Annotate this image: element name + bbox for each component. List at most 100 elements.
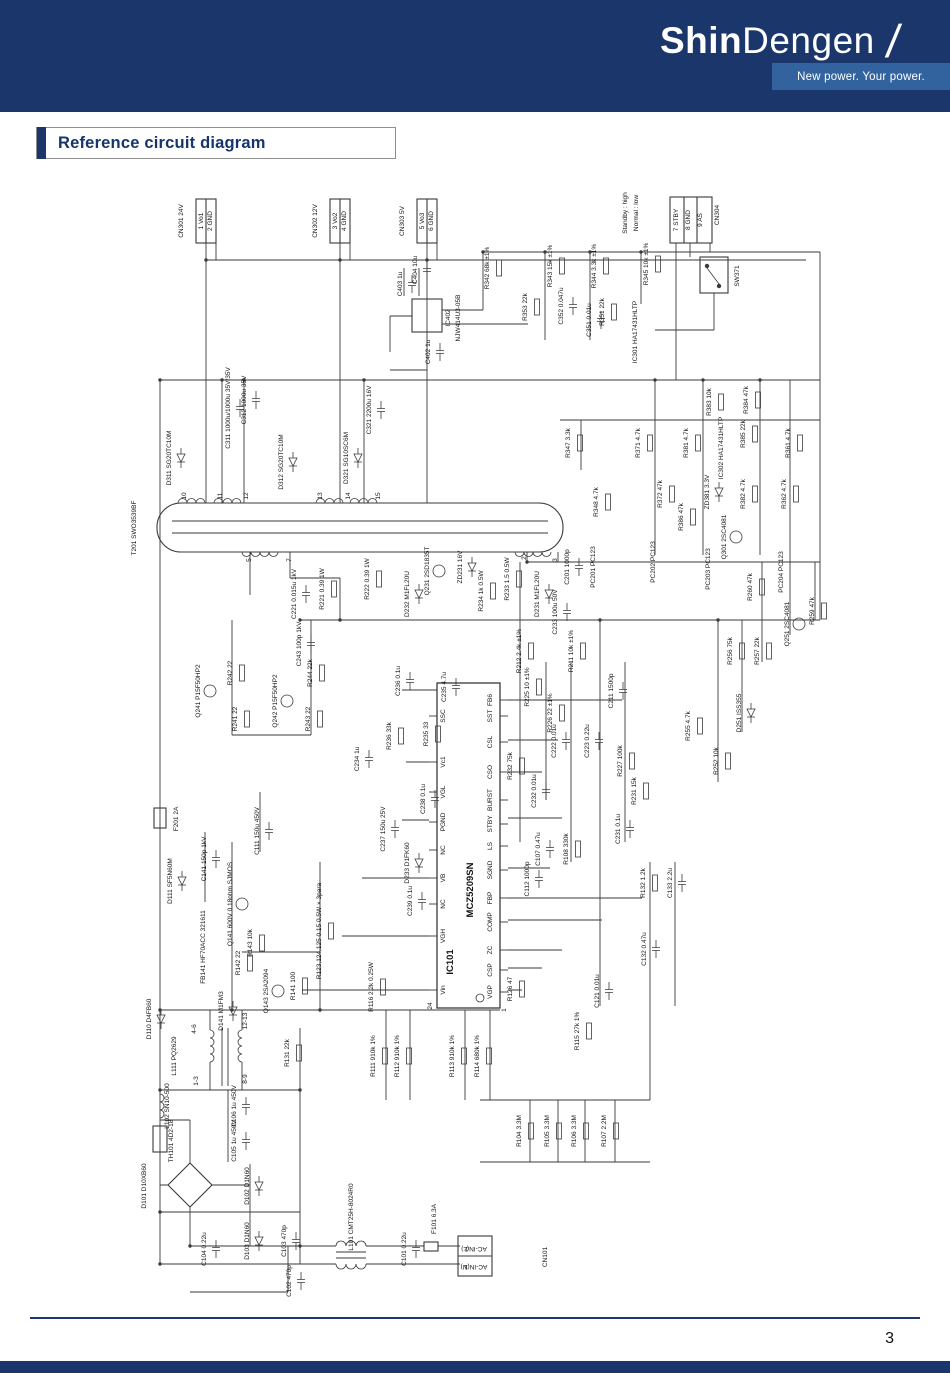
component-label: R108 330k	[563, 833, 570, 865]
component-label: C222 0.01u	[551, 724, 558, 758]
component-label: D232 M1FL20U	[404, 571, 411, 617]
component-label: AC-IN(N)	[461, 1263, 488, 1270]
component-label: C102 470p	[286, 1265, 293, 1297]
component-label: R347 3.3k	[565, 427, 572, 457]
thermistor-th101	[152, 1125, 168, 1153]
ic-pin-label: Vin	[440, 985, 447, 995]
component-label: C243 100p 1kV	[296, 621, 303, 666]
component-label: C232 0.01u	[531, 774, 538, 808]
resistor-symbol	[528, 1122, 534, 1140]
capacitor-symbol	[431, 790, 439, 808]
component-label: R131 22k	[284, 1038, 291, 1067]
component-label: C132 0.47u	[641, 932, 648, 966]
resistor-symbol	[559, 704, 565, 722]
component-label: IC402	[445, 309, 452, 327]
component-label: CN303 5V	[399, 205, 406, 236]
component-label: C101 0.22u	[401, 1232, 408, 1266]
component-label: 12-13	[242, 1012, 249, 1029]
component-label: 15	[375, 492, 382, 500]
capacitor-symbol	[297, 1272, 305, 1290]
component-label: R235 33	[423, 721, 430, 746]
component-label: C221 0.015u 1kV	[291, 568, 298, 619]
component-label: R123,124,125 0.15 0.5W × 3para	[316, 882, 323, 979]
component-label: R371 4.7k	[635, 427, 642, 457]
component-label: R226 22 ±1%	[547, 693, 554, 733]
capacitor-symbol	[595, 732, 603, 750]
component-label: C311 1000u/1000u 35V/35V	[225, 367, 232, 449]
component-label: 8-9	[242, 1074, 249, 1084]
resistor-symbol	[643, 782, 649, 800]
component-label: R252 10k	[713, 746, 720, 775]
resistor-symbol	[718, 393, 724, 411]
resistor-symbol	[461, 1047, 467, 1065]
diode-symbol	[414, 853, 424, 873]
footer-rule	[30, 1317, 920, 1319]
ic-pin-label: SSC	[440, 709, 447, 723]
capacitor-symbol	[236, 399, 244, 417]
component-label: Q242 P15F50HP2	[272, 674, 279, 728]
component-label: AC-IN(L)	[461, 1245, 487, 1252]
section-title-box: Reference circuit diagram	[36, 127, 396, 159]
component-label: 10	[181, 492, 188, 500]
ic-pin-label: VGH	[440, 929, 447, 943]
resistor-symbol	[328, 922, 334, 940]
diode-symbol	[254, 1231, 264, 1251]
capacitor-symbol	[265, 822, 273, 840]
component-label: R105 3.3M	[544, 1115, 551, 1147]
brand-logo: ShinDengen/	[659, 14, 904, 68]
component-label: C133 2.2u	[667, 868, 674, 898]
component-label: Q301 2SC4081	[721, 514, 728, 559]
capacitor-symbol	[365, 750, 373, 768]
resistor-symbol	[605, 493, 611, 511]
component-label: IC302 HA17431HLTP	[718, 417, 725, 479]
capacitor-symbol	[626, 820, 634, 838]
component-label: R107 2.2M	[601, 1115, 608, 1147]
sw371-contact-a	[704, 263, 710, 269]
transistor-symbol	[280, 694, 294, 708]
component-label: CN301 24V	[178, 204, 185, 238]
resistor-symbol	[519, 980, 525, 998]
resistor-symbol	[583, 1122, 589, 1140]
component-label: D312 SG20TC10M	[278, 434, 285, 489]
resistor-symbol	[647, 434, 653, 452]
resistor-symbol	[577, 434, 583, 452]
component-label: R116 2.2k 0.25W	[368, 961, 375, 1012]
component-label: R225 10 ±1%	[524, 667, 531, 707]
resistor-symbol	[752, 425, 758, 443]
diode-symbol	[228, 1001, 238, 1021]
component-label: IC101	[445, 949, 456, 975]
brand-bold: Shin	[659, 20, 743, 61]
resistor-symbol	[302, 977, 308, 995]
resistor-symbol	[247, 954, 253, 972]
component-label: C201 1000p	[564, 549, 571, 585]
component-label: C112 1000p	[524, 861, 531, 896]
component-label: R259 47k	[809, 596, 816, 625]
component-label: 24	[427, 1002, 434, 1010]
ic-pin-label: PGND	[440, 812, 447, 831]
component-label: R236 33k	[386, 721, 393, 750]
resistor-symbol	[725, 752, 731, 770]
bridge-rectifier-d101	[167, 1162, 213, 1208]
component-label: R141 100	[290, 972, 297, 1001]
resistor-symbol	[797, 434, 803, 452]
component-label: Q241 P15F50HP2	[195, 664, 202, 718]
component-label: R257 22k	[754, 636, 761, 665]
component-label: D103 D1N60	[244, 1222, 251, 1260]
component-label: PC202 PC123	[650, 541, 657, 583]
component-label: C239 0.1u	[407, 886, 414, 916]
resistor-symbol	[435, 725, 441, 743]
component-label: R362 4.7k	[781, 478, 788, 508]
fuse-f201	[153, 807, 167, 829]
component-label: C237 150u 25V	[380, 806, 387, 852]
resistor-symbol	[296, 1044, 302, 1062]
component-label: C402 1u	[425, 339, 432, 364]
component-label: R383 10k	[706, 387, 713, 416]
ic-pin-label: VB	[440, 874, 447, 883]
component-label: R126 47	[507, 976, 514, 1001]
resistor-symbol	[382, 1047, 388, 1065]
component-label: R372 47k	[657, 479, 664, 508]
resistor-symbol	[486, 1047, 492, 1065]
component-label: F201 2A	[173, 806, 180, 831]
capacitor-symbol	[423, 261, 431, 279]
